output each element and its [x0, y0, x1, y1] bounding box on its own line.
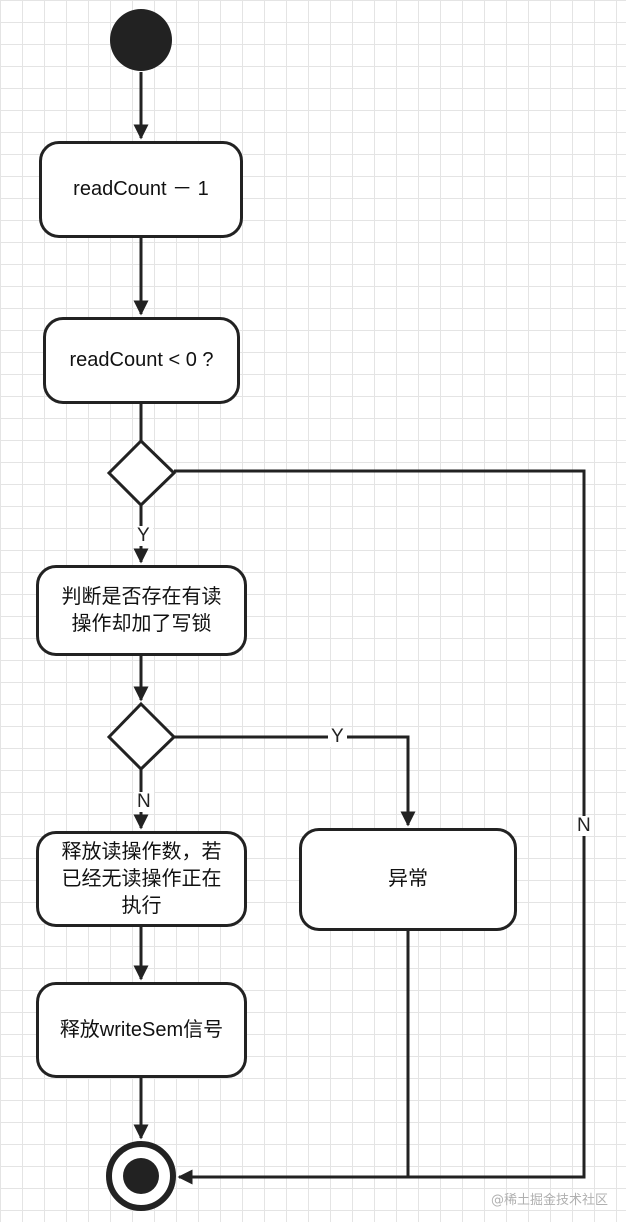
- end-node-core: [123, 1158, 159, 1194]
- start-node: [110, 9, 172, 71]
- node-check-write-lock: 判断是否存在有读操作却加了写锁: [36, 565, 247, 656]
- decision-diamond-2: [106, 701, 177, 772]
- node-release-write-sem: 释放writeSem信号: [36, 982, 247, 1078]
- node-check-negative: readCount < 0 ?: [43, 317, 240, 404]
- watermark: @稀土掘金技术社区: [490, 1193, 608, 1208]
- node-release-read: 释放读操作数，若已经无读操作正在执行: [36, 831, 247, 927]
- node-exception: 异常: [299, 828, 517, 931]
- edge-label-decision1-no: N: [574, 816, 594, 836]
- edge-label-decision1-yes: Y: [134, 526, 153, 546]
- edge-decision2-yes: [174, 735, 416, 827]
- decision-diamond-1: [106, 438, 177, 508]
- edge-label-decision2-no: N: [134, 792, 154, 812]
- node-decrement: readCount － 1: [39, 141, 243, 238]
- edge-label-decision2-yes: Y: [328, 727, 347, 747]
